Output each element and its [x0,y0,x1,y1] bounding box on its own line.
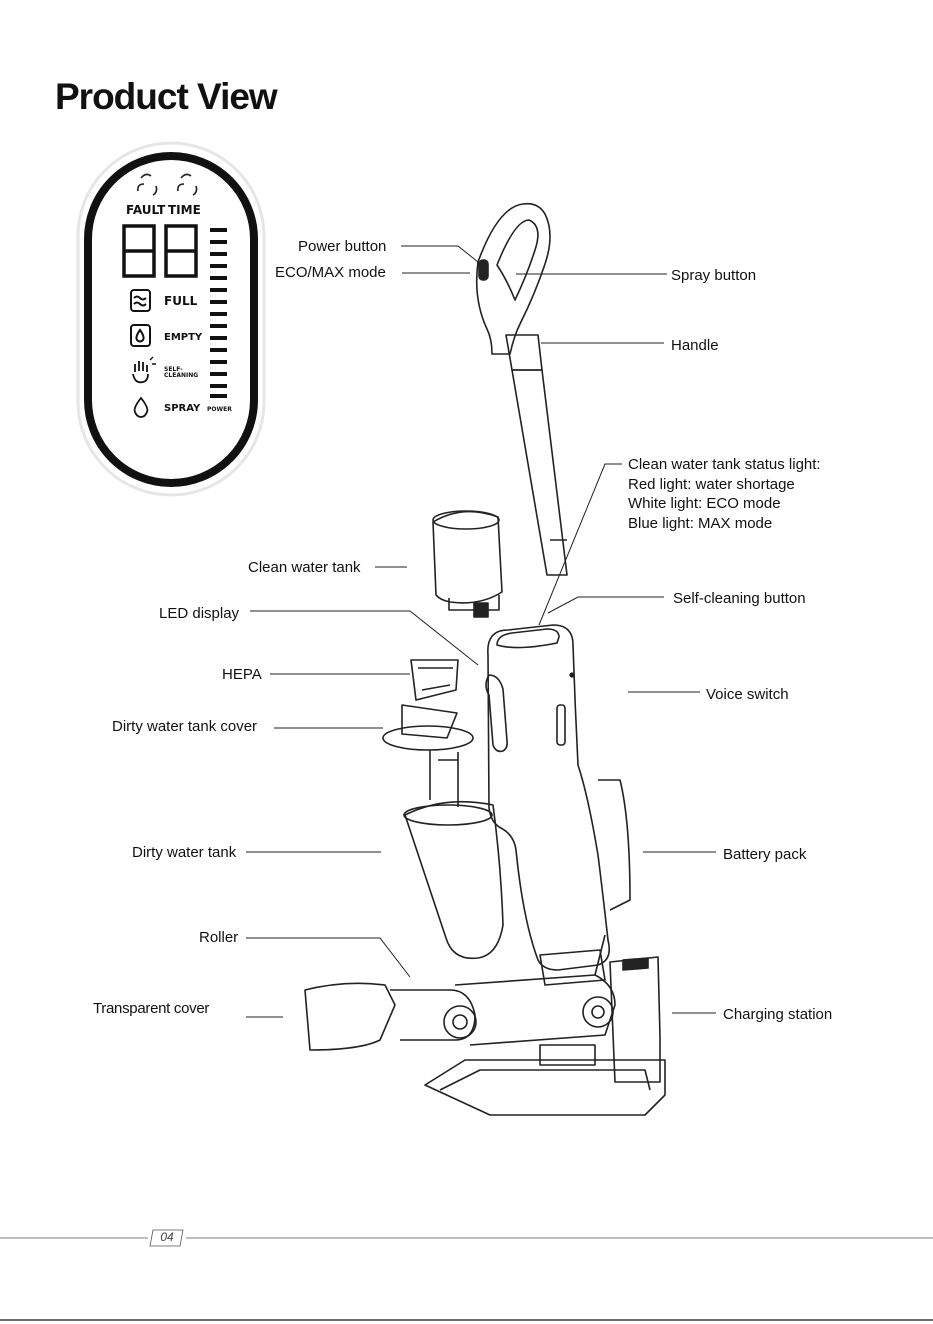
fan-icon [137,173,198,196]
label-hepa: HEPA [222,666,262,683]
lcd-fault-label: FAULT [126,203,166,217]
label-power-button: Power button [298,238,387,255]
lcd-empty-label: EMPTY [164,332,203,343]
label-eco-max-mode: ECO/MAX mode [275,264,386,281]
tank-full-icon [130,289,151,312]
label-status-light-white: White light: ECO mode [628,495,781,512]
label-status-light-red: Red light: water shortage [628,476,795,493]
label-dirty-water-tank-cover: Dirty water tank cover [112,718,258,735]
leader-lines [246,245,716,1018]
main-body [487,624,611,971]
page-number: 04 [160,1230,174,1244]
tank-empty-icon [130,324,151,347]
label-voice-switch: Voice switch [706,686,789,703]
label-spray-button: Spray button [671,267,757,284]
label-handle: Handle [671,337,719,354]
label-status-light-title: Clean water tank status light: [628,456,821,473]
lcd-panel: FAULT TIME 88 [76,141,266,497]
lcd-self-cleaning-label-1: SELF- [164,366,183,373]
dirty-tank-cover-shape [382,704,474,807]
page-footer [0,1229,933,1321]
handle-pole [505,334,543,371]
lcd-time-label: TIME [168,203,201,217]
lcd-power-label: POWER [207,406,232,413]
label-status-light-blue: Blue light: MAX mode [628,515,773,532]
spray-drop-icon [133,396,149,418]
page-title: Product View [55,76,278,117]
lcd-full-label: FULL [164,294,198,308]
hepa-shape [410,659,459,701]
label-clean-water-tank: Clean water tank [248,559,361,576]
label-led-display: LED display [159,605,240,622]
label-battery-pack: Battery pack [723,846,807,863]
floor-head-shape [304,934,616,1051]
eco-max-button-shape [478,259,489,281]
label-roller: Roller [199,929,239,946]
label-dirty-water-tank: Dirty water tank [132,844,237,861]
vacuum-drawing [304,202,666,1116]
label-self-cleaning-button: Self-cleaning button [673,590,806,607]
lcd-digits [122,224,198,278]
charging-station-shape [424,956,666,1116]
dirty-water-tank-shape [403,800,504,960]
clean-water-tank-shape [432,510,503,618]
handle-grip [475,202,551,355]
power-level-bars [210,228,227,398]
lcd-spray-label: SPRAY [164,403,201,414]
label-charging-station: Charging station [723,1006,833,1023]
lcd-self-cleaning-label-2: CLEANING [164,372,198,379]
label-transparent-cover: Transparent cover [93,1000,210,1017]
self-cleaning-hand-icon [132,356,156,384]
